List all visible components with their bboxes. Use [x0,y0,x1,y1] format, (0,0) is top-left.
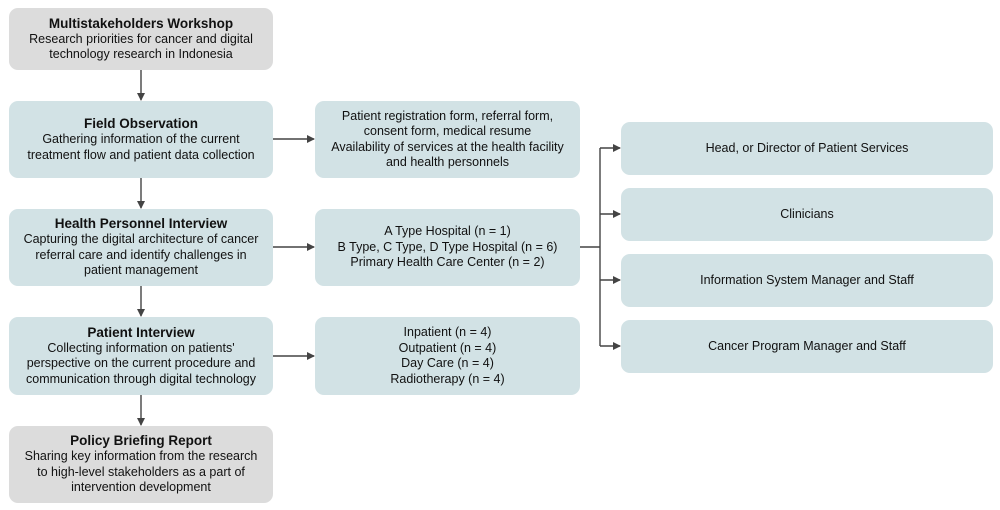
stage-description-line: Collecting information on patients' [47,340,235,355]
stage-description-line: referral care and identify challenges in [35,247,247,262]
detail-line: Primary Health Care Center (n = 2) [350,255,545,270]
detail-line: Day Care (n = 4) [401,356,494,370]
stage-title: Policy Briefing Report [70,433,212,449]
stage-patient-interview: Patient Interview Collecting information… [9,317,273,395]
stage-health-personnel-interview: Health Personnel Interview Capturing the… [9,209,273,286]
stage-title: Field Observation [83,116,199,131]
role-head-director: Head, or Director of Patient Services [621,122,993,175]
detail-patient-interview: Inpatient (n = 4) Outpatient (n = 4) Day… [315,317,580,395]
stage-title: Health Personnel Interview [54,216,228,232]
stage-description-line: intervention development [71,480,211,495]
role-label: Head, or Director of Patient Services [705,140,909,155]
detail-line: A Type Hospital (n = 1) [384,224,511,239]
detail-line: Patient registration form, referral form… [341,108,554,123]
detail-health-personnel-interview: A Type Hospital (n = 1) B Type, C Type, … [315,209,580,286]
stage-multistakeholders-workshop: Multistakeholders Workshop Research prio… [9,8,273,70]
stage-description-line: to high-level stakeholders as a part of [37,464,245,479]
detail-line: Radiotherapy (n = 4) [390,371,505,386]
stage-description-line: Gathering information of the current [42,132,240,146]
stage-description-line: Sharing key information from the researc… [24,449,258,464]
role-cancer-program-manager: Cancer Program Manager and Staff [621,320,993,373]
stage-description-line: communication through digital technology [26,371,256,386]
stage-title: Patient Interview [87,324,195,340]
stage-description-line: Research priorities for cancer and digit… [29,31,253,46]
detail-line: Availability of services at the health f… [331,139,564,154]
stage-description-line: Capturing the digital architecture of ca… [23,232,259,247]
role-information-system-manager: Information System Manager and Staff [621,254,993,307]
detail-line: Outpatient (n = 4) [398,340,497,355]
detail-line: and health personnels [385,155,509,169]
stage-field-observation: Field Observation Gathering information … [9,101,273,178]
stage-policy-briefing-report: Policy Briefing Report Sharing key infor… [9,426,273,503]
stage-description-line: perspective on the current procedure and [26,356,256,371]
role-label: Cancer Program Manager and Staff [708,338,906,353]
detail-line: B Type, C Type, D Type Hospital (n = 6) [337,239,558,254]
detail-line: consent form, medical resume [363,124,532,138]
stage-description-line: patient management [84,263,198,278]
stage-description-line: technology research in Indonesia [49,47,233,61]
stage-title: Multistakeholders Workshop [48,15,234,31]
detail-line: Inpatient (n = 4) [403,325,492,339]
detail-field-observation: Patient registration form, referral form… [315,101,580,178]
role-label: Information System Manager and Staff [700,272,914,287]
role-clinicians: Clinicians [621,188,993,241]
role-label: Clinicians [780,206,834,221]
stage-description-line: treatment flow and patient data collecti… [27,147,255,162]
